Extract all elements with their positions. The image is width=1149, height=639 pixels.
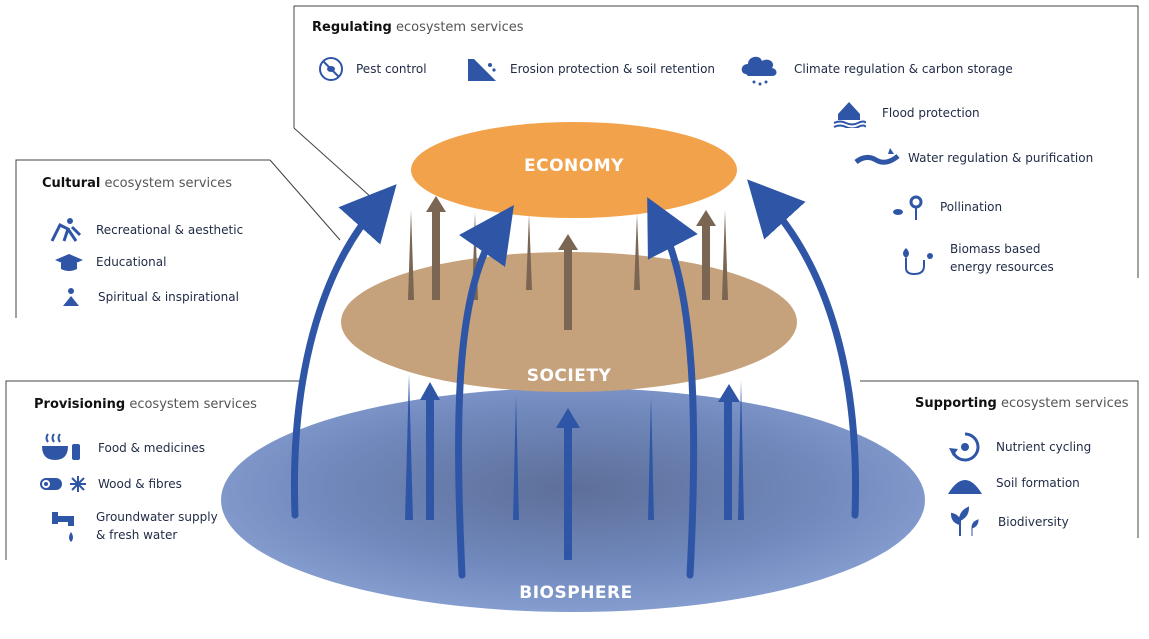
graduation-cap-icon — [55, 254, 83, 271]
flower-bee-icon — [893, 195, 923, 220]
provisioning-item-wood: Wood & fibres — [38, 474, 182, 494]
blue-short-arrow-2 — [556, 408, 580, 560]
flood-house-icon — [833, 102, 866, 128]
plants-icon — [950, 506, 979, 536]
cultural-panel-title: Cultural ecosystem services — [42, 176, 233, 191]
provisioning-item-food: Food & medicines — [40, 432, 205, 464]
hikers-icon — [50, 218, 82, 242]
biosphere-ellipse — [221, 388, 925, 612]
biosphere-to-economy-arrows — [291, 179, 859, 579]
climate-cloud-icon — [741, 56, 777, 86]
biosphere-to-society-arrows — [405, 374, 744, 560]
provisioning-item-groundwater: Groundwater supply & fresh water — [48, 508, 218, 544]
meditation-icon — [63, 288, 79, 306]
regulating-panel-outline — [293, 5, 1139, 278]
brown-arrow-3 — [696, 210, 716, 300]
supporting-panel-outline — [860, 380, 1139, 538]
provisioning-panel-outline — [5, 380, 300, 560]
wood-log-icon — [40, 476, 86, 492]
pest-control-icon — [319, 57, 343, 81]
supporting-item-soil: Soil formation — [946, 470, 1080, 496]
cultural-panel-outline — [15, 159, 270, 318]
long-arrow-right-outer — [747, 179, 859, 519]
provisioning-panel-title: Provisioning ecosystem services — [34, 397, 257, 412]
blue-spike-4 — [738, 380, 744, 520]
cultural-item-educational: Educational — [54, 252, 166, 272]
supporting-item-biodiversity: Biodiversity — [950, 506, 1069, 538]
economy-label: ECONOMY — [524, 156, 624, 176]
regulating-panel-connector — [293, 127, 373, 199]
regulating-panel-title: Regulating ecosystem services — [312, 20, 524, 35]
brown-spike-1 — [408, 210, 414, 300]
regulating-item-pest-control: Pest control — [318, 56, 427, 82]
regulating-item-flood: Flood protection — [832, 98, 980, 128]
blue-short-arrow-1 — [420, 382, 440, 520]
blue-spike-2 — [513, 396, 519, 520]
biomass-plug-icon — [903, 248, 933, 276]
long-arrow-left-outer — [291, 184, 397, 519]
regulating-item-erosion: Erosion protection & soil retention — [466, 55, 715, 83]
biosphere-label: BIOSPHERE — [519, 583, 633, 603]
society-label: SOCIETY — [526, 366, 612, 386]
economy-ellipse — [411, 122, 737, 218]
supporting-panel-title: Supporting ecosystem services — [915, 396, 1129, 411]
cycle-icon — [949, 432, 980, 462]
blue-spike-3 — [648, 396, 654, 520]
brown-spike-5 — [722, 210, 728, 300]
erosion-icon — [468, 59, 496, 81]
supporting-item-nutrient: Nutrient cycling — [948, 430, 1091, 464]
long-arrow-right-inner — [647, 197, 698, 579]
brown-spike-4 — [634, 214, 640, 290]
regulating-item-climate: Climate regulation & carbon storage — [740, 50, 1013, 88]
cultural-item-recreational: Recreational & aesthetic — [50, 217, 243, 243]
brown-arrow-1 — [426, 196, 446, 300]
regulating-item-pollination: Pollination — [890, 192, 1002, 222]
water-stream-icon — [854, 148, 900, 165]
long-arrow-left-inner — [455, 204, 514, 579]
blue-spike-1 — [405, 374, 413, 520]
blue-short-arrow-3 — [718, 384, 740, 520]
soil-mound-icon — [948, 480, 982, 494]
cultural-panel-connector — [269, 159, 341, 241]
regulating-item-water: Water regulation & purification — [854, 144, 1093, 172]
food-bowl-icon — [42, 433, 80, 460]
water-tap-icon — [52, 512, 74, 542]
regulating-item-biomass: Biomass based energy resources — [898, 242, 1054, 276]
brown-spike-3 — [526, 214, 532, 290]
brown-arrow-2 — [558, 234, 578, 330]
cultural-item-spiritual: Spiritual & inspirational — [60, 286, 239, 308]
